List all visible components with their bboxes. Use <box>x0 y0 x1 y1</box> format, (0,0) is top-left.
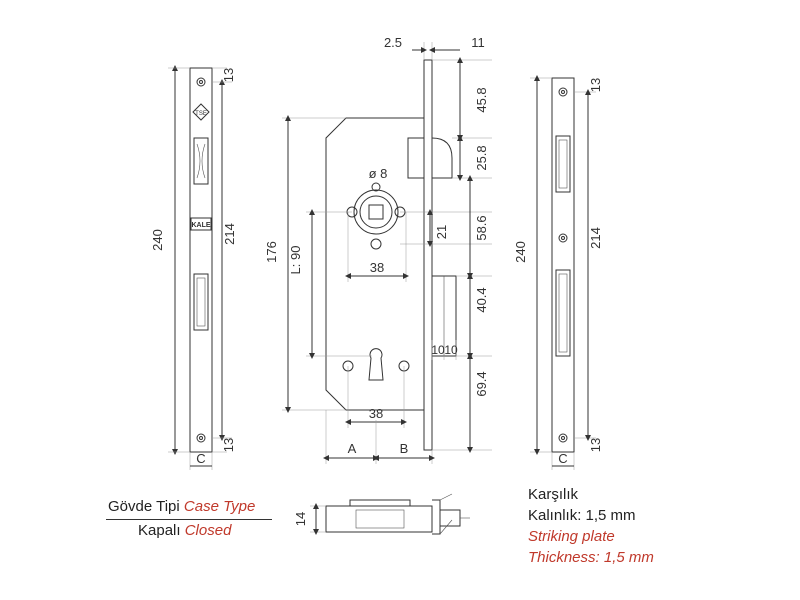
dim-13-bottom-plate: 13 <box>588 438 603 452</box>
bolt-opening <box>193 273 209 331</box>
dim-38-keyhole: 38 <box>369 406 383 421</box>
plate-middle-screw-icon <box>558 233 568 243</box>
tse-logo-text: TSE <box>195 111 207 117</box>
dim-240-front: 240 <box>150 229 165 251</box>
dim-21: 21 <box>434 225 449 239</box>
top-screw-hole-icon <box>196 77 206 87</box>
dim-38-follower: 38 <box>370 260 384 275</box>
lock-faceplate <box>423 59 433 451</box>
dim-2-5: 2.5 <box>384 35 402 50</box>
striking-plate-outline <box>551 77 575 453</box>
dim-69-4: 69.4 <box>474 371 489 396</box>
plate-bottom-screw-icon <box>558 433 568 443</box>
dim-13-bottom-front: 13 <box>221 438 236 452</box>
kale-brand-plate <box>190 217 212 231</box>
dim-a: A <box>348 441 357 456</box>
case-type-en: Case Type <box>183 498 256 515</box>
case-type-caption: Gövde Tipi Case Type <box>108 498 255 515</box>
striking-plate-view: 240 214 13 13 C <box>513 75 603 470</box>
dim-b: B <box>400 441 409 456</box>
brand-text: KALE <box>191 222 210 229</box>
closed-tr: Kapalı <box>138 522 181 539</box>
striking-en-2: Thickness: 1,5 mm <box>528 549 654 566</box>
follower-hub <box>353 189 399 235</box>
dim-c-plate: C <box>558 451 567 466</box>
lock-body-view: 2.5 11 45.8 25.8 21 58.6 40.4 69.4 10 10… <box>264 35 492 464</box>
latch-opening <box>193 137 209 185</box>
plate-latch-opening <box>555 135 571 193</box>
striking-en-1: Striking plate <box>528 528 615 545</box>
caption-divider <box>106 519 272 520</box>
dim-10-b: 10 <box>444 343 458 357</box>
dim-58-6: 58.6 <box>474 215 489 240</box>
dim-l-90: L: 90 <box>288 246 303 275</box>
dim-11: 11 <box>471 35 485 50</box>
closed-en: Closed <box>184 522 232 539</box>
dim-c-front: C <box>196 451 205 466</box>
tse-logo-icon <box>192 103 210 121</box>
case-type-tr: Gövde Tipi <box>108 498 180 515</box>
dim-10-a: 10 <box>431 343 445 357</box>
front-plate-outline <box>189 67 213 453</box>
bottom-screw-hole-icon <box>196 433 206 443</box>
striking-tr-2: Kalınlık: 1,5 mm <box>528 507 636 524</box>
closed-caption: Kapalı Closed <box>138 522 231 539</box>
dim-240-plate: 240 <box>513 241 528 263</box>
dim-214-plate: 214 <box>588 227 603 249</box>
dim-diameter-8: ø 8 <box>369 166 388 181</box>
latch <box>407 137 425 179</box>
striking-tr-1: Karşılık <box>528 486 579 503</box>
front-plate-view: TSE KALE 240 214 13 13 C <box>150 65 237 470</box>
dim-13-top-plate: 13 <box>588 78 603 92</box>
dim-45-8: 45.8 <box>474 87 489 112</box>
plate-bolt-opening <box>555 269 571 357</box>
top-view: 14 <box>293 493 470 535</box>
keyhole-icon <box>368 348 384 381</box>
dim-176: 176 <box>264 241 279 263</box>
plate-top-screw-icon <box>558 87 568 97</box>
dim-40-4: 40.4 <box>474 287 489 312</box>
square-spindle-hole <box>368 204 384 220</box>
striking-plate-caption: Karşılık Kalınlık: 1,5 mm Striking plate… <box>528 484 654 568</box>
dim-214-front: 214 <box>222 223 237 245</box>
dim-13-top-front: 13 <box>221 68 236 82</box>
dim-25-8: 25.8 <box>474 145 489 170</box>
dim-14: 14 <box>293 512 308 526</box>
